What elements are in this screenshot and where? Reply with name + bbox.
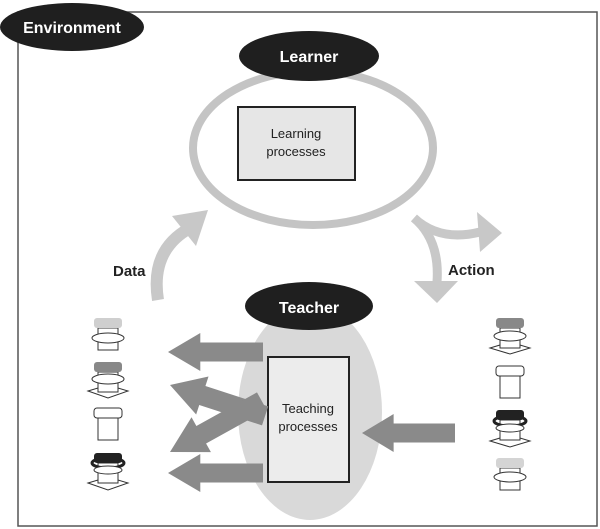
- action-state-icon-2: [495, 365, 525, 399]
- action-state-icon-3: [488, 410, 532, 448]
- action-state-icon-1: [488, 318, 532, 355]
- learner-label: Learner: [280, 49, 339, 66]
- learner-badge: [239, 31, 379, 81]
- action-state-icon-4: [493, 458, 527, 491]
- learner-state-icon-4: [86, 453, 130, 491]
- action-arrow: [410, 212, 502, 303]
- teaching-processes-box: [267, 356, 350, 483]
- teaching-processes-line1: Teaching: [282, 401, 334, 416]
- learning-processes-line1: Learning: [271, 126, 322, 141]
- environment-badge: [0, 3, 144, 51]
- teacher-badge: [245, 282, 373, 330]
- learning-processes-line2: processes: [266, 144, 326, 159]
- learner-state-icon-3: [93, 407, 123, 441]
- teaching-processes-line2: processes: [278, 419, 338, 434]
- learning-processes-box: [237, 106, 356, 181]
- data-label: Data: [113, 263, 146, 280]
- teacher-label: Teacher: [279, 300, 339, 317]
- learner-state-icon-2: [86, 362, 130, 399]
- data-arrow: [150, 210, 208, 301]
- action-label: Action: [448, 262, 495, 279]
- environment-label: Environment: [23, 20, 121, 37]
- learner-state-icon-1: [91, 318, 125, 351]
